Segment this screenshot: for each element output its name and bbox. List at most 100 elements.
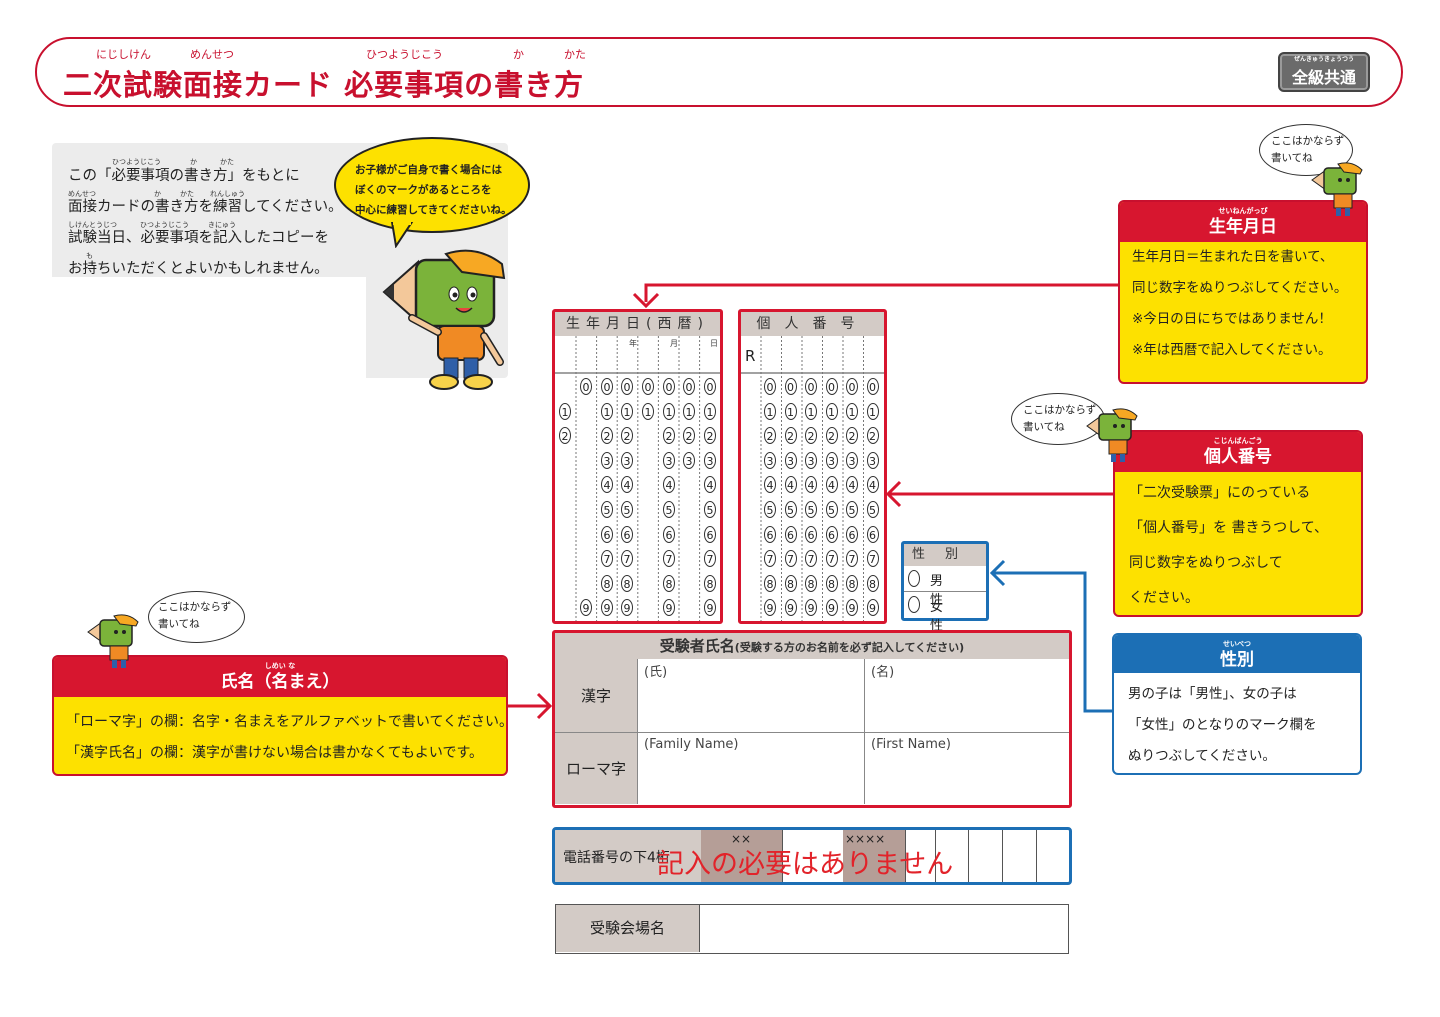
family-name-roman-field[interactable]: (Family Name) — [637, 732, 865, 804]
mark-bubble-5[interactable]: 5 — [621, 501, 633, 518]
gender-female-bubble[interactable] — [908, 596, 920, 613]
mark-bubble-9[interactable]: 9 — [866, 599, 879, 617]
mark-bubble-5[interactable]: 5 — [866, 501, 879, 518]
mark-bubble-6[interactable]: 6 — [663, 525, 675, 543]
mark-bubble-2[interactable]: 2 — [683, 427, 695, 445]
mark-bubble-4[interactable]: 4 — [825, 476, 838, 494]
mark-bubble-0[interactable]: 0 — [663, 378, 675, 395]
mark-bubble-1[interactable]: 1 — [825, 402, 838, 420]
mark-bubble-0[interactable]: 0 — [642, 378, 654, 395]
mark-bubble-4[interactable]: 4 — [784, 476, 797, 494]
mark-bubble-2[interactable]: 2 — [663, 427, 675, 445]
mark-bubble-0[interactable]: 0 — [846, 378, 858, 395]
mark-bubble-3[interactable]: 3 — [866, 451, 879, 469]
mark-bubble-8[interactable]: 8 — [805, 574, 817, 592]
mark-bubble-5[interactable]: 5 — [764, 501, 776, 518]
mark-bubble-6[interactable]: 6 — [704, 525, 716, 543]
mark-bubble-6[interactable]: 6 — [805, 525, 817, 543]
mark-bubble-7[interactable]: 7 — [805, 550, 817, 568]
family-name-kanji-field[interactable]: (氏) — [637, 659, 865, 732]
mark-bubble-3[interactable]: 3 — [784, 451, 797, 469]
mark-bubble-7[interactable]: 7 — [621, 550, 633, 568]
mark-bubble-0[interactable]: 0 — [683, 378, 695, 395]
mark-bubble-0[interactable]: 0 — [805, 378, 817, 395]
mark-bubble-9[interactable]: 9 — [805, 599, 817, 617]
mark-bubble-7[interactable]: 7 — [704, 550, 716, 568]
mark-bubble-3[interactable]: 3 — [704, 451, 716, 469]
mark-bubble-2[interactable]: 2 — [846, 427, 858, 445]
mark-bubble-9[interactable]: 9 — [621, 599, 633, 617]
mark-bubble-1[interactable]: 1 — [784, 402, 797, 420]
mark-bubble-2[interactable]: 2 — [784, 427, 797, 445]
mark-bubble-9[interactable]: 9 — [784, 599, 797, 617]
mark-bubble-8[interactable]: 8 — [764, 574, 776, 592]
mark-bubble-0[interactable]: 0 — [825, 378, 838, 395]
mark-bubble-6[interactable]: 6 — [825, 525, 838, 543]
mark-bubble-9[interactable]: 9 — [764, 599, 776, 617]
mark-bubble-3[interactable]: 3 — [764, 451, 776, 469]
mark-bubble-8[interactable]: 8 — [663, 574, 675, 592]
mark-bubble-5[interactable]: 5 — [805, 501, 817, 518]
mark-bubble-3[interactable]: 3 — [805, 451, 817, 469]
mark-bubble-8[interactable]: 8 — [784, 574, 797, 592]
venue-input[interactable] — [701, 905, 1067, 952]
mark-bubble-4[interactable]: 4 — [621, 476, 633, 494]
mark-bubble-0[interactable]: 0 — [866, 378, 879, 395]
mark-bubble-9[interactable]: 9 — [580, 599, 592, 617]
mark-bubble-0[interactable]: 0 — [764, 378, 776, 395]
mark-bubble-2[interactable]: 2 — [825, 427, 838, 445]
mark-bubble-6[interactable]: 6 — [601, 525, 613, 543]
mark-bubble-9[interactable]: 9 — [663, 599, 675, 617]
mark-bubble-2[interactable]: 2 — [764, 427, 776, 445]
mark-bubble-8[interactable]: 8 — [601, 574, 613, 592]
mark-bubble-5[interactable]: 5 — [846, 501, 858, 518]
mark-bubble-6[interactable]: 6 — [784, 525, 797, 543]
mark-bubble-8[interactable]: 8 — [621, 574, 633, 592]
mark-bubble-6[interactable]: 6 — [846, 525, 858, 543]
mark-bubble-7[interactable]: 7 — [866, 550, 879, 568]
mark-bubble-6[interactable]: 6 — [764, 525, 776, 543]
mark-bubble-1[interactable]: 1 — [621, 402, 633, 420]
mark-bubble-7[interactable]: 7 — [601, 550, 613, 568]
mark-bubble-9[interactable]: 9 — [846, 599, 858, 617]
mark-bubble-3[interactable]: 3 — [683, 451, 695, 469]
mark-bubble-4[interactable]: 4 — [866, 476, 879, 494]
mark-bubble-1[interactable]: 1 — [559, 402, 571, 420]
mark-bubble-1[interactable]: 1 — [764, 402, 776, 420]
mark-bubble-4[interactable]: 4 — [663, 476, 675, 494]
mark-bubble-3[interactable]: 3 — [601, 451, 613, 469]
mark-bubble-4[interactable]: 4 — [764, 476, 776, 494]
mark-bubble-1[interactable]: 1 — [683, 402, 695, 420]
mark-bubble-3[interactable]: 3 — [663, 451, 675, 469]
mark-bubble-9[interactable]: 9 — [825, 599, 838, 617]
mark-bubble-8[interactable]: 8 — [704, 574, 716, 592]
mark-bubble-3[interactable]: 3 — [825, 451, 838, 469]
gender-male-bubble[interactable] — [908, 570, 920, 587]
mark-bubble-9[interactable]: 9 — [601, 599, 613, 617]
mark-bubble-2[interactable]: 2 — [559, 427, 571, 445]
mark-bubble-4[interactable]: 4 — [601, 476, 613, 494]
mark-bubble-9[interactable]: 9 — [704, 599, 716, 617]
mark-bubble-4[interactable]: 4 — [704, 476, 716, 494]
mark-bubble-2[interactable]: 2 — [601, 427, 613, 445]
mark-bubble-0[interactable]: 0 — [580, 378, 592, 395]
mark-bubble-1[interactable]: 1 — [846, 402, 858, 420]
mark-bubble-2[interactable]: 2 — [805, 427, 817, 445]
mark-bubble-7[interactable]: 7 — [784, 550, 797, 568]
mark-bubble-1[interactable]: 1 — [642, 402, 654, 420]
mark-bubble-1[interactable]: 1 — [601, 402, 613, 420]
mark-bubble-6[interactable]: 6 — [866, 525, 879, 543]
mark-bubble-5[interactable]: 5 — [601, 501, 613, 518]
given-name-kanji-field[interactable]: (名) — [864, 659, 1069, 732]
mark-bubble-2[interactable]: 2 — [704, 427, 716, 445]
mark-bubble-7[interactable]: 7 — [825, 550, 838, 568]
mark-bubble-4[interactable]: 4 — [846, 476, 858, 494]
mark-bubble-6[interactable]: 6 — [621, 525, 633, 543]
mark-bubble-2[interactable]: 2 — [621, 427, 633, 445]
mark-bubble-5[interactable]: 5 — [825, 501, 838, 518]
mark-bubble-0[interactable]: 0 — [784, 378, 797, 395]
mark-bubble-7[interactable]: 7 — [846, 550, 858, 568]
mark-bubble-5[interactable]: 5 — [663, 501, 675, 518]
mark-bubble-8[interactable]: 8 — [846, 574, 858, 592]
mark-bubble-4[interactable]: 4 — [805, 476, 817, 494]
